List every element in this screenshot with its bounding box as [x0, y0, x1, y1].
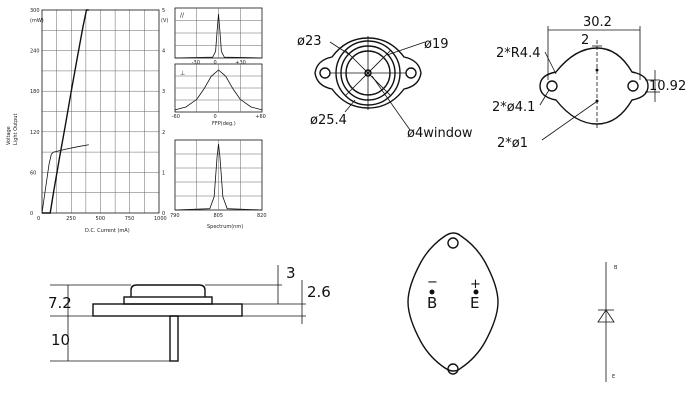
li-y-tick-right: 3 [162, 89, 165, 95]
ffp-series [174, 13, 263, 59]
package-top-view: ø23 ø19 ø25.4 ø4window [297, 34, 473, 141]
diagonal-centerline-2 [344, 49, 392, 97]
ffp-x-tick: 0 [214, 114, 217, 120]
li-x-tick: 1000 [154, 216, 167, 222]
ffp-x-tick: 0 [214, 60, 217, 66]
base-hole-left [546, 80, 558, 92]
ffp-x-tick: +30 [235, 60, 246, 66]
side-cap [130, 284, 206, 297]
li-y-tick-right: 1 [162, 170, 165, 176]
li-legend-light: Light Output [13, 114, 19, 145]
leader-d25 [344, 99, 356, 113]
li-x-tick: 0 [37, 216, 40, 222]
side-pin [169, 315, 179, 362]
pin-view-outline [407, 232, 499, 372]
ffp-perpendicular-symbol: ⊥ [180, 70, 185, 77]
spectrum-series [174, 143, 263, 211]
ffp-x-label: FFP(deg.) [212, 121, 236, 127]
spectrum-x-label: Spectrum(nm) [207, 224, 243, 230]
leader-r44 [544, 51, 557, 75]
li-y-tick-left: 60 [30, 170, 36, 176]
dim-r4-4: 2*R4.4 [496, 46, 540, 61]
package-side-view: 3 2.6 7.2 10 [48, 264, 331, 362]
base-outline [539, 47, 649, 125]
side-ring [123, 296, 213, 305]
li-y-tick-left: 120 [30, 130, 40, 136]
dim-3: 3 [286, 264, 296, 282]
mount-hole-right [405, 67, 417, 79]
side-flange [92, 303, 243, 317]
dim-2-6: 2.6 [307, 283, 331, 301]
li-plot-frame [41, 9, 160, 214]
leader-d1 [541, 101, 597, 141]
schematic-bottom-label: E [612, 374, 615, 380]
leader-d23 [329, 41, 351, 56]
dim-7-2: 7.2 [48, 294, 72, 312]
dim-window: ø4window [407, 126, 473, 141]
dim-d25: ø25.4 [310, 113, 347, 128]
base-hole-right [627, 80, 639, 92]
spec-x-tick: 805 [214, 213, 224, 219]
li-left-unit: (mW) [30, 18, 44, 24]
li-right-unit: (V) [161, 18, 168, 24]
spectrum-chart: 790 805 820 Spectrum(nm) [170, 139, 267, 230]
pin-b-sign: − [427, 275, 438, 290]
li-x-tick: 500 [96, 216, 106, 222]
li-y-tick-left: 180 [30, 89, 40, 95]
dim-30-2: 30.2 [583, 15, 612, 30]
flange-outline [314, 37, 422, 109]
dim-d4-1: 2*ø4.1 [492, 100, 535, 115]
pin-b-dot [429, 289, 435, 295]
package-base-view: 30.2 2 10.92 2*R4.4 2*ø4.1 2*ø1 [492, 15, 686, 151]
leader-d41 [539, 89, 550, 106]
pin-b-label: B [427, 294, 437, 312]
pin-view: − + B E [407, 232, 499, 375]
li-series-voltage [41, 144, 89, 214]
li-y-tick-left: 300 [30, 8, 40, 14]
pin-e-sign: + [470, 277, 481, 292]
dim-10: 10 [51, 331, 70, 349]
li-x-tick: 750 [125, 216, 135, 222]
pin-e-dot [473, 289, 479, 295]
pin-e-label: E [470, 294, 479, 312]
diode-triangle [597, 309, 615, 323]
li-y-tick-left: 0 [30, 211, 33, 217]
dim-d23: ø23 [297, 34, 322, 49]
li-x-label: D.C. Current (mA) [85, 228, 130, 234]
leader-window [371, 75, 411, 131]
pin-view-hole-top [447, 237, 459, 249]
dim-10-92: 10.92 [649, 79, 686, 94]
li-y-tick-left: 240 [30, 49, 40, 55]
schematic-top-label: B [614, 265, 618, 271]
dim-d19: ø19 [424, 37, 449, 52]
spec-x-tick: 790 [170, 213, 180, 219]
li-y-tick-right: 4 [162, 49, 165, 55]
li-series-light-output [42, 9, 89, 214]
ffp-parallel-symbol: // [180, 12, 185, 19]
ffp-x-tick: -60 [172, 114, 180, 120]
diode-schematic: B E [597, 262, 618, 382]
leader-d19 [386, 41, 426, 56]
ffp-x-tick: -30 [192, 60, 200, 66]
dim-d1: 2*ø1 [497, 136, 528, 151]
li-legend-voltage: Voltage [6, 126, 12, 145]
li-x-tick: 250 [66, 216, 76, 222]
pin-view-hole-bottom [447, 363, 459, 375]
ffp-x-tick: +60 [255, 114, 266, 120]
ffp-chart: -30 0 +30 -60 0 +60 // ⊥ FFP(deg.) [172, 7, 266, 127]
spec-x-tick: 820 [257, 213, 267, 219]
li-y-tick-right: 0 [162, 211, 165, 217]
ffp-series [174, 69, 263, 111]
mount-hole-left [319, 67, 331, 79]
dim-2: 2 [581, 33, 589, 48]
li-y-tick-right: 5 [162, 8, 165, 14]
li-y-tick-right: 2 [162, 130, 165, 136]
